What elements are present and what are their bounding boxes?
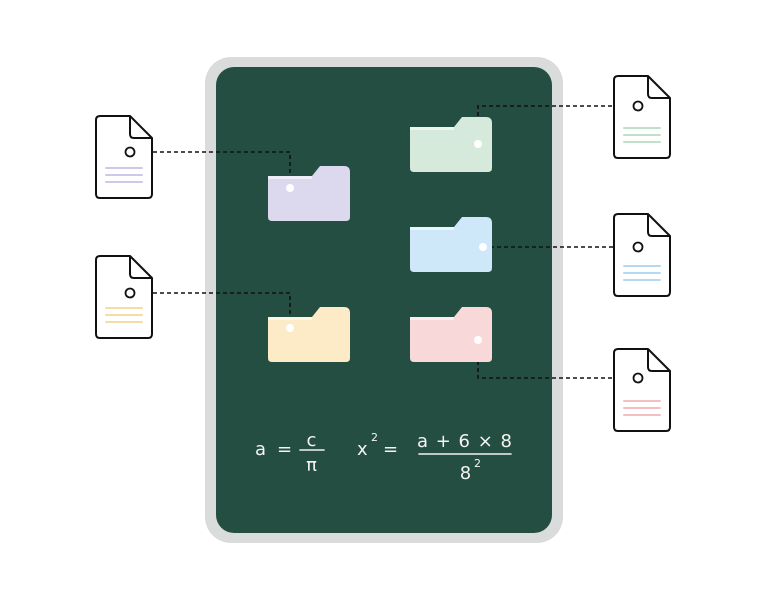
connector-line <box>477 340 630 379</box>
document-ring <box>632 372 644 384</box>
document-icon <box>613 213 671 297</box>
document-fold <box>129 116 152 139</box>
connector-line <box>139 292 291 328</box>
document[interactable] <box>95 115 153 199</box>
document-fold <box>647 76 670 99</box>
document-fold <box>647 349 670 372</box>
document-ring <box>124 146 136 158</box>
document-ring <box>632 241 644 253</box>
formula-fraction2-denominator: 8 <box>460 463 472 484</box>
document[interactable] <box>613 75 671 159</box>
folder-pin <box>286 184 294 192</box>
document-icon <box>95 255 153 339</box>
formula-fraction2-numerator: a + 6 × 8 <box>417 431 513 452</box>
folder-highlight <box>268 317 312 320</box>
folder-icon <box>410 307 492 362</box>
folder-pin <box>474 336 482 344</box>
folder[interactable] <box>410 307 492 362</box>
document-fold <box>647 214 670 237</box>
folder[interactable] <box>410 217 492 272</box>
folder-icon <box>410 217 492 272</box>
formula-fraction2-exponent: 2 <box>474 457 482 470</box>
folder-pin <box>479 243 487 251</box>
document[interactable] <box>95 255 153 339</box>
document-icon <box>613 348 671 432</box>
formula-equals: = <box>277 439 293 460</box>
document[interactable] <box>613 348 671 432</box>
document-icon <box>95 115 153 199</box>
folder-icon <box>268 307 350 362</box>
folder[interactable] <box>268 166 350 221</box>
document-fold <box>129 256 152 279</box>
folder-pin <box>286 324 294 332</box>
document-icon <box>613 75 671 159</box>
formula-fraction1-numerator: c <box>307 430 318 451</box>
chalkboard <box>205 57 563 543</box>
formula-equals: = <box>383 439 399 460</box>
folder-pin <box>474 140 482 148</box>
folder-highlight <box>410 227 454 230</box>
document-ring <box>124 287 136 299</box>
folder-highlight <box>410 127 454 130</box>
formula-x-variable: x <box>357 439 369 460</box>
folder-icon <box>410 117 492 172</box>
document[interactable] <box>613 213 671 297</box>
connector-line <box>477 105 630 144</box>
chalk-formula: a = c π x 2 = a + 6 × 8 8 2 <box>255 430 513 484</box>
formula-x-exponent: 2 <box>371 431 379 444</box>
folder-highlight <box>410 317 454 320</box>
formula-lhs: a <box>255 439 267 460</box>
folder-highlight <box>268 176 312 179</box>
folder[interactable] <box>410 117 492 172</box>
chalkboard-surface <box>216 67 552 533</box>
folder[interactable] <box>268 307 350 362</box>
document-ring <box>632 100 644 112</box>
folder-icon <box>268 166 350 221</box>
formula-fraction1-denominator: π <box>306 455 318 476</box>
